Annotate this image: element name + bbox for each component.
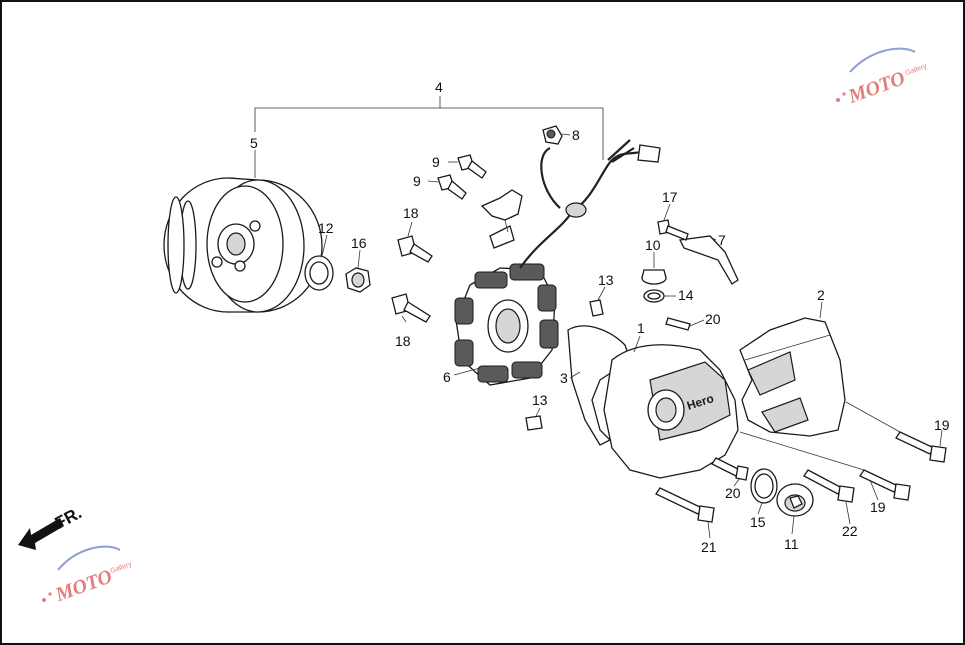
wiring-harness: [540, 139, 661, 218]
bolt-21: [655, 487, 715, 523]
stator-assembly: [454, 211, 573, 386]
callout-15: 15: [750, 514, 766, 530]
callout-17: 17: [662, 189, 678, 205]
callout-13-upper: 13: [598, 272, 614, 288]
callout-22: 22: [842, 523, 858, 539]
crankcase-cover: Hero: [603, 344, 739, 479]
watermark-logo-bottom: MOTO Gallery: [42, 545, 134, 607]
bolt-9-upper: [457, 154, 487, 179]
o-ring-15: [750, 468, 778, 504]
callout-19-upper: 19: [934, 417, 950, 433]
callout-20-upper: 20: [705, 311, 721, 327]
front-direction-arrow: FR.: [18, 503, 85, 550]
callout-3: 3: [560, 370, 568, 386]
washer-12: [304, 255, 334, 291]
watermark-subtext-top: Gallery: [905, 63, 929, 77]
callout-20-lower: 20: [725, 485, 741, 501]
dowel-13-lower: [525, 415, 543, 431]
callout-19-lower: 19: [870, 499, 886, 515]
callout-16: 16: [351, 235, 367, 251]
callout-9-upper: 9: [432, 154, 440, 170]
callout-4: 4: [435, 79, 443, 95]
callout-8: 8: [572, 127, 580, 143]
bolt-20-lower: [711, 457, 749, 481]
bracket-4: [254, 96, 604, 160]
callout-11: 11: [784, 536, 799, 552]
dowel-13-upper: [589, 299, 604, 317]
bolt-18-upper: [397, 235, 433, 263]
flywheel-rotor: [163, 177, 323, 313]
callout-14: 14: [678, 287, 694, 303]
watermark-text-top: MOTO: [845, 67, 908, 108]
outer-cover: [739, 317, 846, 437]
grommet-8: [542, 125, 563, 145]
bolt-9-lower: [437, 174, 467, 200]
bolt-19-upper: [895, 431, 947, 463]
nut-16: [345, 267, 371, 293]
callout-18-lower: 18: [395, 333, 411, 349]
o-ring-14: [643, 289, 665, 303]
callout-2: 2: [817, 287, 825, 303]
watermark-subtext-bottom: Gallery: [110, 561, 134, 575]
bolt-22: [803, 469, 855, 503]
plug-11: [776, 483, 814, 517]
cap-10: [641, 269, 667, 285]
bolt-20-upper: [665, 317, 691, 331]
bolt-18-lower: [391, 293, 431, 323]
callout-13-lower: 13: [532, 392, 548, 408]
callout-10: 10: [645, 237, 661, 253]
bolt-17: [657, 219, 689, 241]
callout-18-upper: 18: [403, 205, 419, 221]
pulser-coil: [480, 189, 523, 249]
callout-12: 12: [318, 220, 334, 236]
watermark-text-bottom: MOTO: [52, 566, 115, 607]
callout-21: 21: [701, 539, 717, 555]
leader-lines: [254, 133, 943, 539]
bolt-19-lower: [859, 469, 911, 501]
callout-9-lower: 9: [413, 173, 421, 189]
callout-5: 5: [250, 135, 258, 151]
watermark-logo-top: MOTO Gallery: [836, 47, 929, 108]
callout-7: 7: [718, 232, 726, 248]
callout-6: 6: [443, 369, 451, 385]
cover-gasket: [567, 325, 631, 446]
bracket-7: [679, 235, 739, 285]
callout-1: 1: [637, 320, 645, 336]
